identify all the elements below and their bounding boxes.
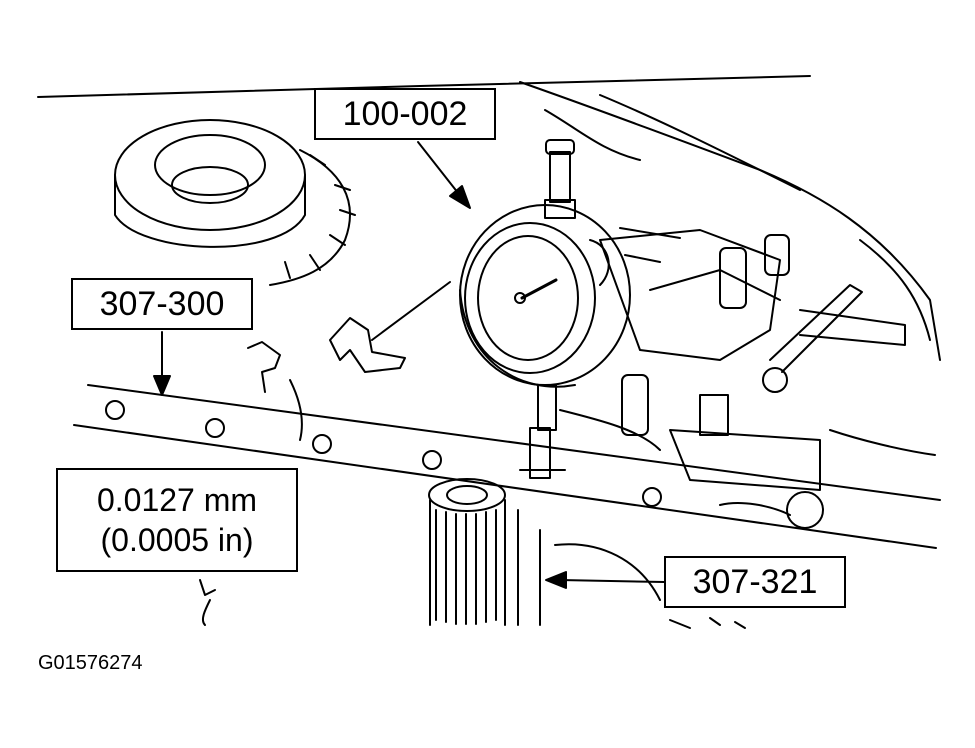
spec-metric: 0.0127 mm: [96, 482, 258, 518]
spec-imperial: (0.0005 in): [100, 522, 254, 558]
callout-specification: 0.0127 mm (0.0005 in): [56, 468, 298, 572]
misc-lines: [199, 579, 746, 629]
housing-outline: [37, 75, 941, 456]
mounting-fixture: [559, 227, 906, 529]
depth-gauge-tool: [428, 478, 661, 626]
clip-parts: [247, 281, 451, 441]
leader-arrows: [153, 141, 665, 589]
callout-tool-307-321: 307-321: [664, 556, 846, 608]
straight-edge: [73, 384, 941, 549]
callout-tool-307-300: 307-300: [71, 278, 253, 330]
figure-id: G01576274: [38, 652, 143, 674]
bearing-ring: [114, 119, 356, 286]
callout-dial-indicator: 100-002: [314, 88, 496, 140]
dial-indicator: [459, 139, 631, 479]
